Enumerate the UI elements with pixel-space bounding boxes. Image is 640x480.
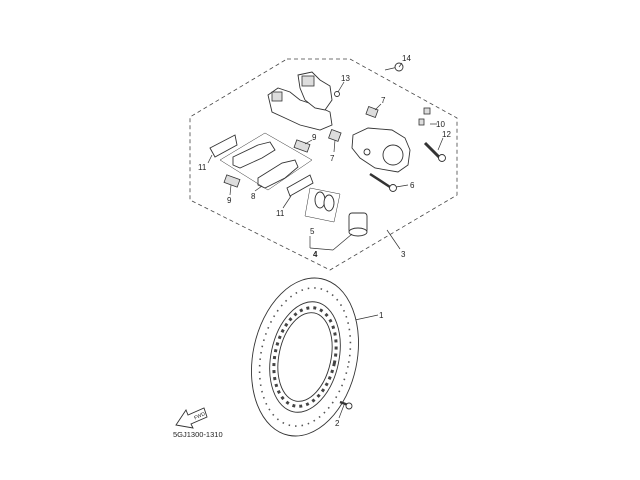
shim-11b (286, 174, 314, 197)
bolt-14 (384, 62, 404, 72)
bleed-screw-10 (418, 107, 431, 126)
callout-5: 5 (310, 227, 315, 236)
svg-text:FWD: FWD (193, 411, 206, 421)
callout-9: 9 (227, 196, 232, 205)
brake-pads-8 (219, 132, 313, 191)
piston (348, 212, 368, 237)
brake-disc (251, 277, 359, 437)
callout-1: 1 (379, 311, 384, 320)
callout-8: 8 (251, 192, 256, 201)
callout-11: 11 (198, 163, 207, 172)
callout-7: 7 (330, 154, 335, 163)
disc-bolt-2 (339, 400, 353, 410)
callout-10: 10 (436, 120, 445, 129)
callout-2: 2 (335, 419, 340, 428)
washer-13 (334, 91, 340, 97)
callout-3: 3 (401, 250, 406, 259)
bolt-12 (423, 141, 446, 162)
callout-4: 4 (313, 250, 318, 259)
callout-13: 13 (341, 74, 350, 83)
callout-14: 14 (402, 54, 411, 63)
front-arrow-icon: FWD (175, 407, 208, 429)
seal-kit-5 (304, 187, 341, 223)
callout-7: 7 (381, 96, 386, 105)
callout-12: 12 (442, 130, 451, 139)
spring-9a (293, 139, 311, 153)
callout-6: 6 (410, 181, 415, 190)
shim-11a (209, 134, 238, 158)
caliper-body (351, 127, 411, 173)
callout-11: 11 (276, 209, 285, 218)
boot-7a (365, 106, 379, 118)
leader-lines (207, 62, 444, 419)
caliper-bracket (267, 71, 333, 131)
spring-9b (223, 174, 241, 188)
pin-6 (369, 172, 397, 192)
diagram-code: 5GJ1300-1310 (173, 430, 223, 439)
callout-9: 9 (312, 133, 317, 142)
boot-7b (328, 129, 342, 142)
